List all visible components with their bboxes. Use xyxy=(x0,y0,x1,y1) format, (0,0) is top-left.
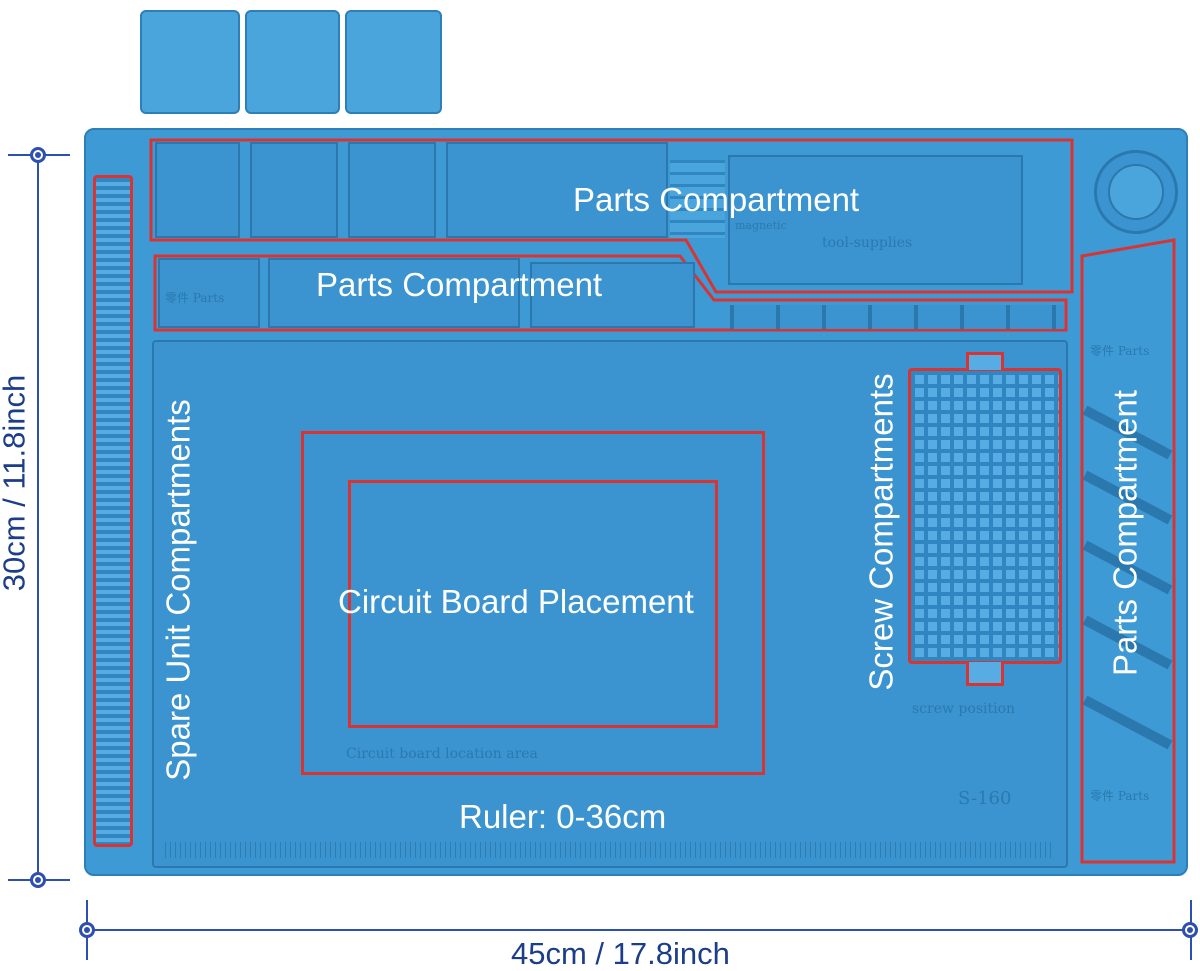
circuit-outer-outline xyxy=(301,431,765,775)
tool-slots xyxy=(670,160,725,238)
top-bin-1 xyxy=(155,142,240,238)
cup-lid-1 xyxy=(140,10,240,114)
width-dim-line xyxy=(87,929,1191,931)
embossed-parts-1: 零件 Parts xyxy=(165,291,225,305)
round-cup-inner xyxy=(1108,164,1164,220)
embossed-parts-2: 零件 Parts xyxy=(1090,344,1150,358)
label-ruler: Ruler: 0-36cm xyxy=(459,798,667,835)
width-dim-right-dot xyxy=(1182,922,1198,938)
tool-bin xyxy=(728,155,1023,285)
screw-grid-tab-top xyxy=(966,352,1004,370)
label-parts-middle: Parts Compartment xyxy=(316,266,603,303)
label-parts-right: Parts Compartment xyxy=(1106,389,1144,677)
embossed-screw-position: screw position xyxy=(912,701,1016,717)
screw-grid-tab-bottom xyxy=(966,662,1004,686)
embossed-magnetic: magnetic xyxy=(735,219,787,232)
mid-bin-2 xyxy=(268,258,520,328)
spare-unit-strip xyxy=(93,175,133,847)
height-dim-line xyxy=(37,155,39,880)
mid-bin-1 xyxy=(158,258,260,328)
screw-grid xyxy=(908,368,1062,664)
mid-bin-3 xyxy=(530,262,695,328)
top-bin-4 xyxy=(446,142,668,238)
top-bin-2 xyxy=(250,142,338,238)
cup-lid-3 xyxy=(345,10,442,114)
embossed-circuit-area: Circuit board location area xyxy=(346,746,538,762)
label-screw: Screw Compartments xyxy=(862,373,900,691)
height-dim-top-dot xyxy=(30,147,46,163)
label-circuit-board: Circuit Board Placement xyxy=(338,583,694,620)
small-bins xyxy=(730,305,1064,329)
circuit-inner-outline xyxy=(348,480,718,728)
width-dim-left-dot xyxy=(79,922,95,938)
height-dim-bottom-dot xyxy=(30,872,46,888)
ruler-ticks xyxy=(165,842,1055,858)
top-bin-3 xyxy=(348,142,436,238)
outline-parts-top xyxy=(149,138,1074,294)
outline-parts-middle xyxy=(153,254,1068,332)
embossed-model: S-160 xyxy=(958,788,1012,809)
label-parts-top: Parts Compartment xyxy=(573,181,860,218)
right-ribs xyxy=(1082,405,1173,750)
embossed-tool-supplies: tool-supplies xyxy=(822,235,913,251)
label-spare-unit: Spare Unit Compartments xyxy=(159,399,197,781)
outline-parts-right xyxy=(1080,238,1176,864)
embossed-parts-3: 零件 Parts xyxy=(1090,789,1150,803)
width-dimension-label: 45cm / 17.8inch xyxy=(511,936,730,971)
cup-lid-2 xyxy=(245,10,340,114)
height-dimension-label: 30cm / 11.8inch xyxy=(0,374,32,592)
